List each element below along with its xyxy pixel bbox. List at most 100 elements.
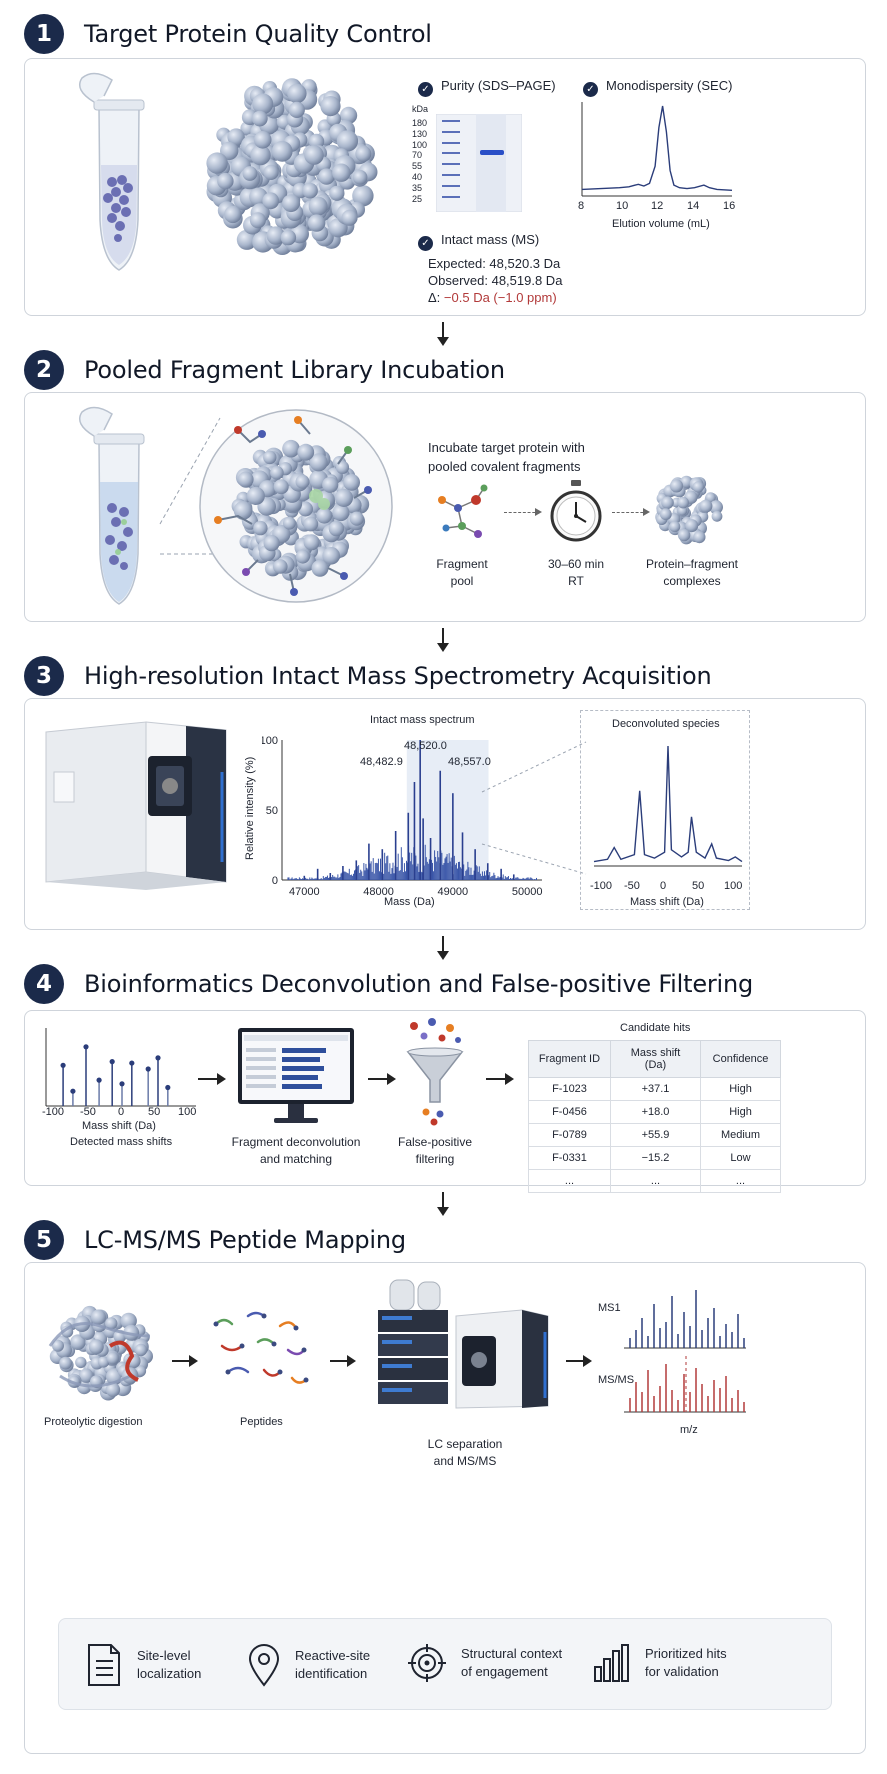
protein-structure-icon	[206, 78, 378, 255]
table-cell: +18.0	[610, 1100, 701, 1124]
atom-sphere	[270, 466, 284, 480]
sec-tick: 14	[687, 200, 700, 212]
panel-incubation	[24, 392, 866, 622]
atom-sphere	[341, 209, 358, 226]
observed-mass: Observed: 48,519.8 Da	[428, 273, 563, 288]
arrow-right-icon	[566, 1355, 592, 1367]
atom-sphere	[52, 1339, 64, 1352]
expected-mass: Expected: 48,520.3 Da	[428, 256, 561, 271]
sec-chart	[581, 102, 733, 197]
atom-sphere	[692, 481, 704, 493]
atom-sphere	[280, 229, 297, 246]
x-tick-label: 47000	[289, 886, 320, 898]
dashed-arrow-icon	[504, 508, 542, 516]
column-header: Mass shift (Da)	[610, 1040, 701, 1078]
atom-sphere	[227, 128, 245, 146]
mass-shift-point	[70, 1088, 76, 1094]
step-number: 2	[24, 350, 64, 390]
atom-sphere	[680, 475, 693, 489]
atom-sphere	[242, 166, 258, 181]
atom-sphere	[237, 471, 254, 488]
detected-mass-shifts-chart	[45, 1028, 196, 1107]
table-cell: F-0789	[528, 1123, 611, 1147]
step-number: 4	[24, 964, 64, 1004]
zoom-lines	[159, 417, 221, 555]
step-title: Target Protein Quality Control	[84, 20, 432, 48]
atom-sphere	[273, 479, 289, 495]
atom-sphere	[287, 83, 307, 104]
step-number: 3	[24, 656, 64, 696]
deconv-tick: 0	[660, 880, 667, 892]
column-header: Fragment ID	[528, 1040, 611, 1078]
shift-tick: -50	[80, 1106, 96, 1118]
digested-protein-icon	[48, 1305, 153, 1401]
mass-spectrometer-icon	[45, 721, 227, 890]
step-1-header: 1 Target Protein Quality Control	[24, 14, 432, 54]
atom-sphere	[328, 520, 345, 537]
atom-sphere	[262, 192, 280, 210]
y-tick-label: 0	[272, 875, 278, 887]
atom-sphere	[709, 500, 723, 515]
atom-sphere	[332, 504, 350, 522]
atom-sphere	[106, 1351, 119, 1365]
peptides-icon	[213, 1311, 309, 1384]
ladder-55: 55	[412, 161, 423, 172]
spectrum-xlabel: Mass (Da)	[384, 896, 435, 908]
mass-shift-point	[60, 1062, 66, 1068]
check-icon: ✓	[583, 82, 598, 97]
atom-sphere	[336, 130, 359, 152]
deconv-xlabel: Mass shift (Da)	[630, 896, 704, 908]
mass-shift-point	[83, 1044, 89, 1050]
atom-sphere	[329, 185, 345, 201]
atom-sphere	[263, 450, 277, 465]
atom-sphere	[349, 511, 364, 526]
table-cell: High	[700, 1077, 781, 1101]
arrow-right-icon	[330, 1355, 356, 1367]
shift-tick: 100	[178, 1106, 197, 1118]
atom-sphere	[335, 460, 350, 474]
ms1-spectrum	[624, 1290, 746, 1349]
atom-sphere	[669, 521, 681, 533]
deconv-trace	[593, 745, 743, 863]
atom-sphere	[340, 106, 358, 124]
atom-sphere	[352, 185, 374, 207]
step-2-header: 2 Pooled Fragment Library Incubation	[24, 350, 505, 390]
table-cell: F-0331	[528, 1146, 611, 1170]
table-cell: +37.1	[610, 1077, 701, 1101]
dashed-arrow-icon	[612, 508, 650, 516]
atom-sphere	[253, 131, 272, 149]
atom-sphere	[246, 486, 265, 505]
atom-sphere	[236, 229, 257, 250]
deconvoluted-species-chart	[593, 745, 743, 867]
ladder-labels: 180 130 100 70 55 40 35 25	[412, 118, 434, 204]
shift-tick: 50	[148, 1106, 161, 1118]
y-tick-label: 50	[266, 805, 278, 817]
atom-sphere	[693, 531, 706, 544]
spectrum-ylabel: Relative intensity (%)	[244, 756, 256, 860]
ladder-180: 180	[412, 118, 428, 128]
deconvoluted-panel	[580, 710, 750, 910]
sec-tick: 10	[616, 200, 629, 212]
atom-sphere	[134, 1343, 148, 1357]
step-number: 5	[24, 1220, 64, 1260]
atom-sphere	[249, 212, 266, 229]
atom-sphere	[75, 1356, 87, 1369]
sec-tick: 12	[651, 200, 664, 212]
atom-sphere	[70, 1334, 86, 1350]
table-cell: Medium	[700, 1123, 781, 1147]
x-tick-label: 48000	[363, 886, 394, 898]
sds-page-gel	[436, 114, 522, 212]
atom-sphere	[677, 505, 688, 516]
step-title: LC-MS/MS Peptide Mapping	[84, 1226, 406, 1254]
atom-sphere	[206, 152, 228, 174]
atom-sphere	[677, 496, 689, 509]
spectrum-title: Intact mass spectrum	[370, 714, 475, 726]
